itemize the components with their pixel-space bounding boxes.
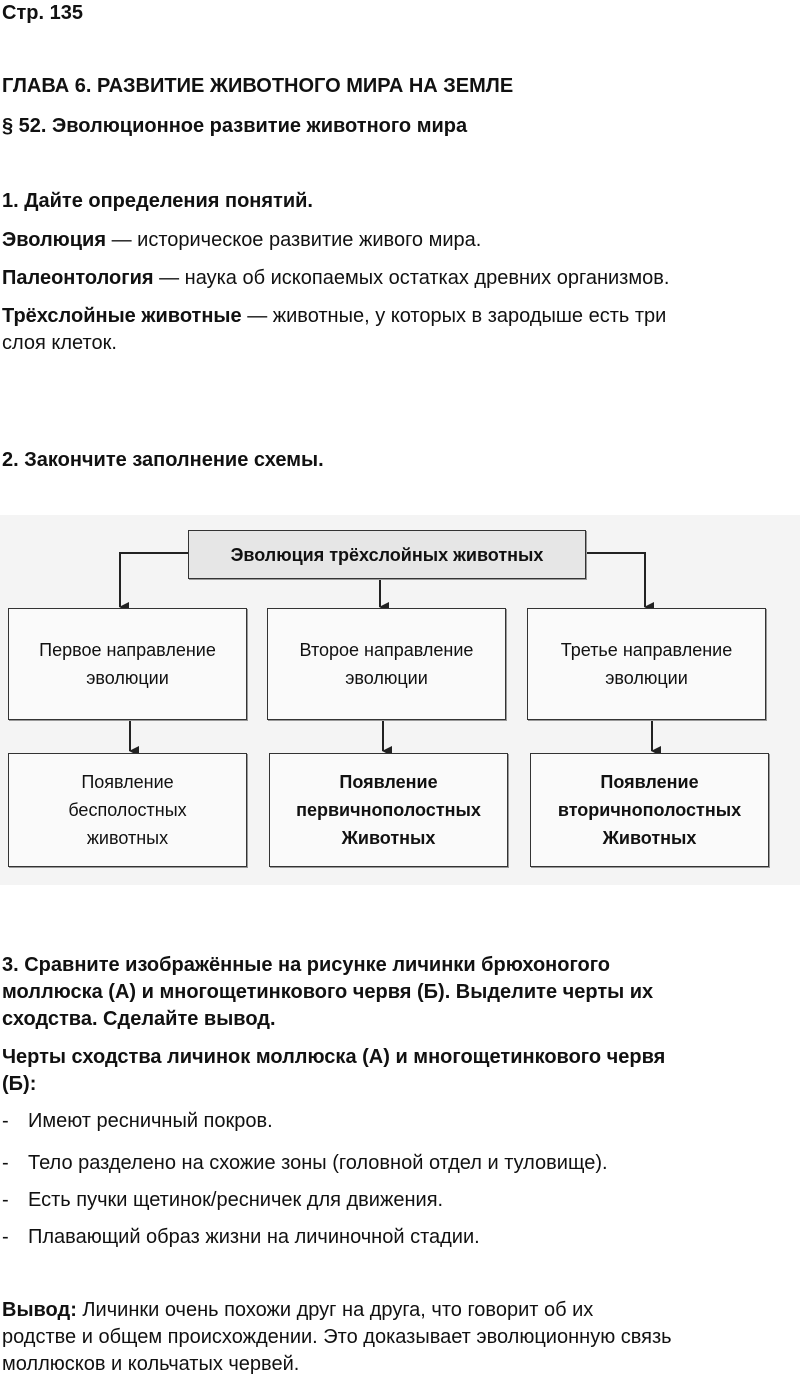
bullet: -: [2, 1110, 9, 1132]
term: Трёхслойные животные: [2, 305, 242, 327]
item-text: Имеют ресничный покров.: [28, 1110, 273, 1132]
item-text: Тело разделено на схожие зоны (головной …: [28, 1152, 608, 1174]
section-heading: § 52. Эволюционное развитие животного ми…: [2, 115, 468, 137]
bullet: -: [2, 1226, 9, 1248]
definition-continuation: слоя клеток.: [2, 332, 117, 354]
conclusion-text: Личинки очень похожи друг на друга, что …: [76, 1299, 594, 1321]
definition-triploblastic: Трёхслойные животные — животные, у котор…: [2, 303, 666, 329]
conclusion-line3: моллюсков и кольчатых червей.: [2, 1353, 300, 1375]
arrow-to-third: [585, 552, 654, 612]
direction-label: Второе направление эволюции: [299, 640, 474, 688]
task2-title: 2. Закончите заполнение схемы.: [2, 449, 324, 471]
similarities-heading-line2: (Б):: [2, 1073, 37, 1095]
direction-box-3: Третье направление эволюции: [527, 608, 766, 720]
list-item: -Есть пучки щетинок/ресничек для движени…: [2, 1187, 443, 1213]
term: Эволюция: [2, 229, 107, 251]
definition-paleontology: Палеонтология — наука об ископаемых оста…: [2, 265, 669, 291]
list-item: -Плавающий образ жизни на личиночной ста…: [2, 1224, 480, 1250]
task1-title: 1. Дайте определения понятий.: [2, 190, 313, 212]
conclusion-line1: Вывод: Личинки очень похожи друг на друг…: [2, 1297, 593, 1323]
task3-title-line3: сходства. Сделайте вывод.: [2, 1008, 276, 1030]
conclusion-line2: родстве и общем происхождении. Это доказ…: [2, 1326, 672, 1348]
arrow-to-first: [119, 552, 188, 612]
item-text: Плавающий образ жизни на личиночной стад…: [28, 1226, 480, 1248]
result-label: Появление вторичнополостных Животных: [557, 772, 742, 848]
direction-box-2: Второе направление эволюции: [267, 608, 506, 720]
result-label: Появление бесполостных животных: [68, 772, 187, 848]
item-text: Есть пучки щетинок/ресничек для движения…: [28, 1189, 444, 1211]
bullet: -: [2, 1152, 9, 1174]
chapter-heading: ГЛАВА 6. РАЗВИТИЕ ЖИВОТНОГО МИРА НА ЗЕМЛ…: [2, 75, 514, 97]
root-label: Эволюция трёхслойных животных: [230, 544, 544, 565]
task3-title-line1: 3. Сравните изображённые на рисунке личи…: [2, 954, 611, 976]
result-box-3: Появление вторичнополостных Животных: [530, 753, 769, 867]
page-number: Стр. 135: [2, 2, 83, 24]
similarities-heading-line1: Черты сходства личинок моллюска (А) и мн…: [2, 1046, 666, 1068]
result-box-2: Появление первичнополостных Животных: [269, 753, 508, 867]
definition: — животные, у которых в зародыше есть тр…: [241, 305, 667, 327]
definition: — историческое развитие живого мира.: [106, 229, 482, 251]
list-item: -Имеют ресничный покров.: [2, 1108, 273, 1134]
list-item: -Тело разделено на схожие зоны (головной…: [2, 1150, 608, 1176]
direction-label: Первое направление эволюции: [39, 640, 216, 688]
result-box-1: Появление бесполостных животных: [8, 753, 247, 867]
evolution-diagram: Эволюция трёхслойных животных Первое нап…: [0, 515, 800, 885]
conclusion-label: Вывод:: [2, 1299, 77, 1321]
diagram-arrows: [119, 552, 661, 756]
root-box: Эволюция трёхслойных животных: [188, 530, 586, 579]
task3-title-line2: моллюска (А) и многощетинкового червя (Б…: [2, 981, 654, 1003]
result-label: Появление первичнополостных Животных: [296, 772, 481, 848]
definition: — наука об ископаемых остатках древних о…: [153, 267, 670, 289]
definition-evolution: Эволюция — историческое развитие живого …: [2, 227, 481, 253]
direction-label: Третье направление эволюции: [560, 640, 733, 688]
direction-box-1: Первое направление эволюции: [8, 608, 247, 720]
term: Палеонтология: [2, 267, 154, 289]
bullet: -: [2, 1189, 9, 1211]
